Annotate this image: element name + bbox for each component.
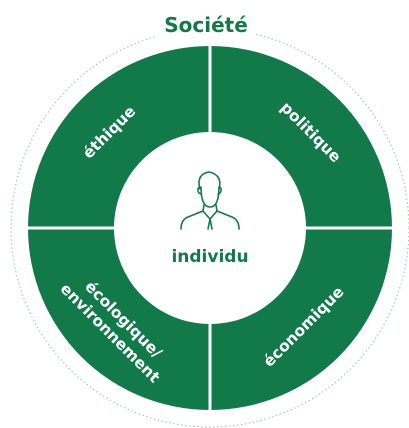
ring-segments	[28, 46, 392, 410]
segment-ecologique-environnement	[28, 228, 210, 410]
diagram-title: Société	[164, 13, 248, 37]
segment-ethique	[28, 46, 210, 228]
segment-politique	[210, 46, 392, 228]
person-icon	[180, 171, 240, 230]
segment-economique	[210, 228, 392, 410]
title-backing	[156, 8, 256, 38]
center-label: individu	[171, 247, 248, 267]
inner-disc	[114, 132, 306, 324]
